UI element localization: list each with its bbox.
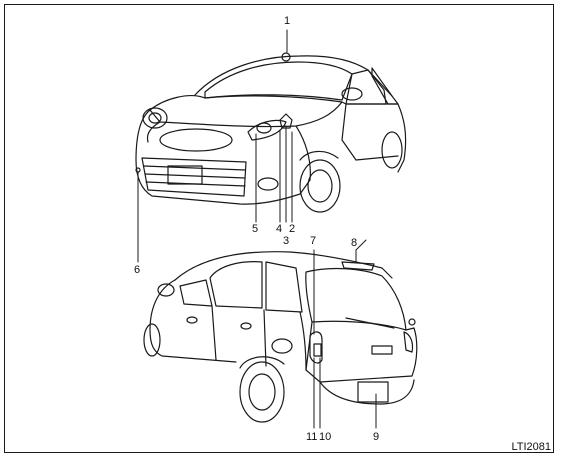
callout-1: 1 xyxy=(284,15,291,27)
callout-4: 4 xyxy=(276,223,283,235)
callout-9: 9 xyxy=(373,431,380,443)
callout-5: 5 xyxy=(252,223,259,235)
rear-car xyxy=(143,251,418,423)
leader-lines xyxy=(137,29,377,429)
callout-11: 11 xyxy=(306,431,318,443)
callout-6: 6 xyxy=(134,264,141,276)
callout-10: 10 xyxy=(319,431,332,443)
front-car xyxy=(135,52,407,213)
figure-code: LTI2081 xyxy=(511,441,551,453)
callout-8: 8 xyxy=(351,237,358,249)
callout-3: 3 xyxy=(283,235,290,247)
figure-frame xyxy=(4,4,554,453)
callout-7: 7 xyxy=(310,235,317,247)
callout-2: 2 xyxy=(289,223,296,235)
